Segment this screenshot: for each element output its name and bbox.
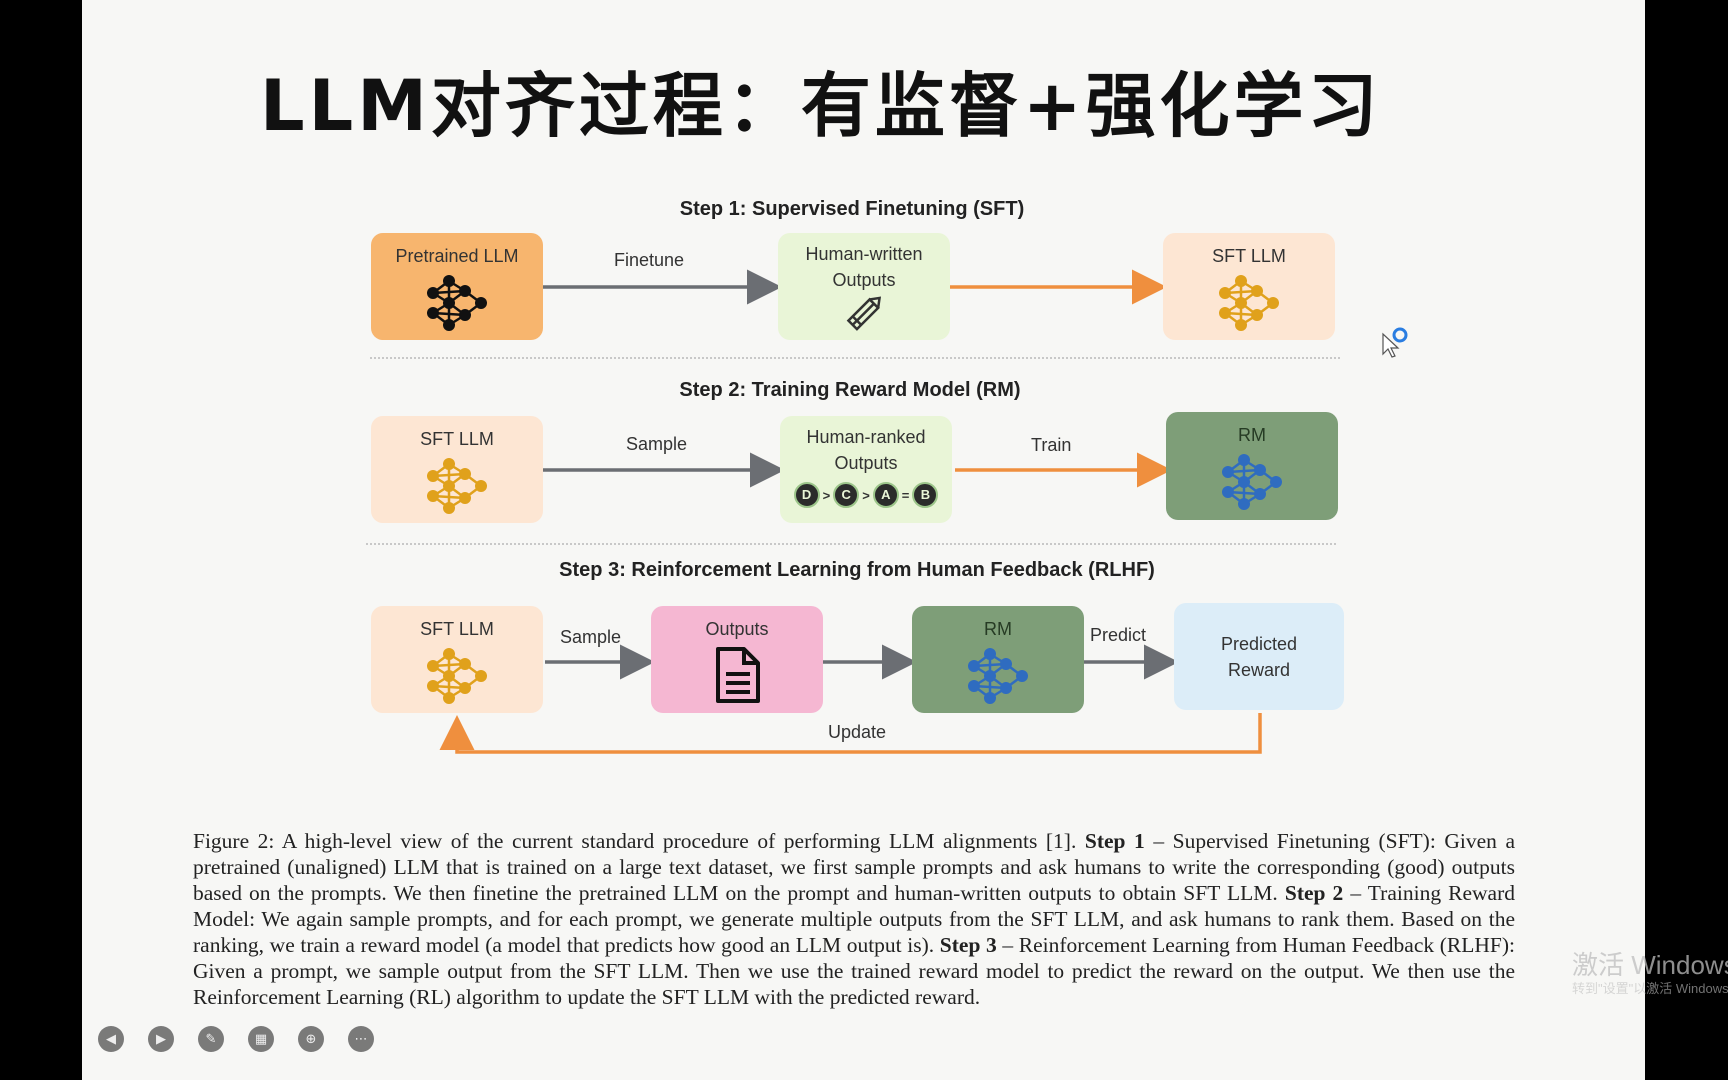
ranking-operator: > xyxy=(862,487,870,503)
train-label: Train xyxy=(1031,435,1072,455)
neural-network-icon xyxy=(1219,275,1279,331)
sft-llm-label-step2: SFT LLM xyxy=(420,429,494,449)
ranking-badge: C xyxy=(833,482,860,508)
predicted-label: Predicted xyxy=(1220,634,1298,654)
step1-title: Step 1: Supervised Finetuning (SFT) xyxy=(679,198,1025,220)
predicted-reward-box: Predicted Reward xyxy=(1174,603,1344,710)
step3-title: Step 3: Reinforcement Learning from Huma… xyxy=(559,559,1155,581)
neural-network-icon xyxy=(427,458,487,514)
predict-label: Predict xyxy=(1090,625,1147,645)
human-written-outputs-label: Outputs xyxy=(832,270,896,290)
rm-box-step3: RM xyxy=(912,606,1084,713)
ranking-badge: A xyxy=(872,482,899,508)
ranking-operator: = xyxy=(901,487,910,503)
neural-network-icon xyxy=(427,275,487,331)
caption-text-3: – Training Reward Model: We again sample… xyxy=(193,881,1516,957)
caption-step3-bold: Step 3 xyxy=(939,933,997,957)
ranking-badge: D xyxy=(793,482,820,508)
sft-llm-label-step3: SFT LLM xyxy=(420,619,494,639)
reward-label: Reward xyxy=(1227,660,1291,680)
caption-text-4: – Reinforcement Learning from Human Feed… xyxy=(193,933,1515,1009)
human-ranked-outputs-box: Human-ranked Outputs D>C>A=B xyxy=(780,416,952,523)
ranking-badge: B xyxy=(912,482,939,508)
slides-grid-button[interactable]: ▦ xyxy=(248,1026,274,1052)
human-ranked-label: Human-ranked xyxy=(806,427,926,447)
sft-llm-box-step1: SFT LLM xyxy=(1163,233,1335,340)
step-divider-1 xyxy=(370,357,1340,359)
ranking-operator: > xyxy=(822,487,831,503)
previous-button[interactable]: ◀ xyxy=(98,1026,124,1052)
sft-llm-box-step2: SFT LLM xyxy=(371,416,543,523)
zoom-button[interactable]: ⊕ xyxy=(298,1026,324,1052)
neural-network-icon xyxy=(1222,454,1282,510)
rm-label-step3: RM xyxy=(984,619,1012,639)
human-written-label: Human-written xyxy=(805,244,923,264)
sample-label-step3: Sample xyxy=(560,627,622,647)
pretrained-llm-box: Pretrained LLM xyxy=(371,233,543,340)
pretrained-llm-label: Pretrained LLM xyxy=(395,246,519,266)
update-arrow xyxy=(439,713,1262,754)
rm-label-step2: RM xyxy=(1238,425,1266,445)
neural-network-icon xyxy=(427,648,487,704)
finetune-label: Finetune xyxy=(614,250,685,270)
windows-activation-watermark: 激活 Windows xyxy=(1572,950,1728,980)
step-divider-2 xyxy=(366,543,1336,545)
pen-tool-button[interactable]: ✎ xyxy=(198,1026,224,1052)
options-button[interactable]: ⋯ xyxy=(348,1026,374,1052)
slide: LLM对齐过程：有监督+强化学习 xyxy=(82,0,1645,1080)
update-label: Update xyxy=(828,722,887,742)
human-written-outputs-box: Human-written Outputs xyxy=(778,233,950,340)
windows-activation-subtext: 转到"设置"以激活 Windows。 xyxy=(1572,981,1728,996)
sft-llm-label-step1: SFT LLM xyxy=(1212,246,1286,266)
step2-title: Step 2: Training Reward Model (RM) xyxy=(679,379,1021,401)
human-ranked-outputs-label: Outputs xyxy=(834,453,898,473)
figure-caption: Figure 2: A high-level view of the curre… xyxy=(193,828,1515,1010)
caption-text-2: – Supervised Finetuning (SFT): Given a p… xyxy=(193,829,1515,905)
cursor-icon xyxy=(1382,327,1408,358)
pencil-icon xyxy=(846,296,882,331)
document-icon xyxy=(716,647,760,703)
sft-llm-box-step3: SFT LLM xyxy=(371,606,543,713)
caption-step1-bold: Step 1 xyxy=(1084,829,1145,853)
ranking-row: D>C>A=B xyxy=(780,482,952,508)
outputs-label: Outputs xyxy=(705,619,769,639)
neural-network-icon xyxy=(968,648,1028,704)
next-button[interactable]: ▶ xyxy=(148,1026,174,1052)
slide-title: LLM对齐过程：有监督+强化学习 xyxy=(260,65,1382,147)
caption-step2-bold: Step 2 xyxy=(1284,881,1344,905)
rm-box-step2: RM xyxy=(1166,412,1338,520)
outputs-box: Outputs xyxy=(651,606,823,713)
caption-text-1: Figure 2: A high-level view of the curre… xyxy=(193,829,1085,853)
sample-label-step2: Sample xyxy=(626,434,688,454)
